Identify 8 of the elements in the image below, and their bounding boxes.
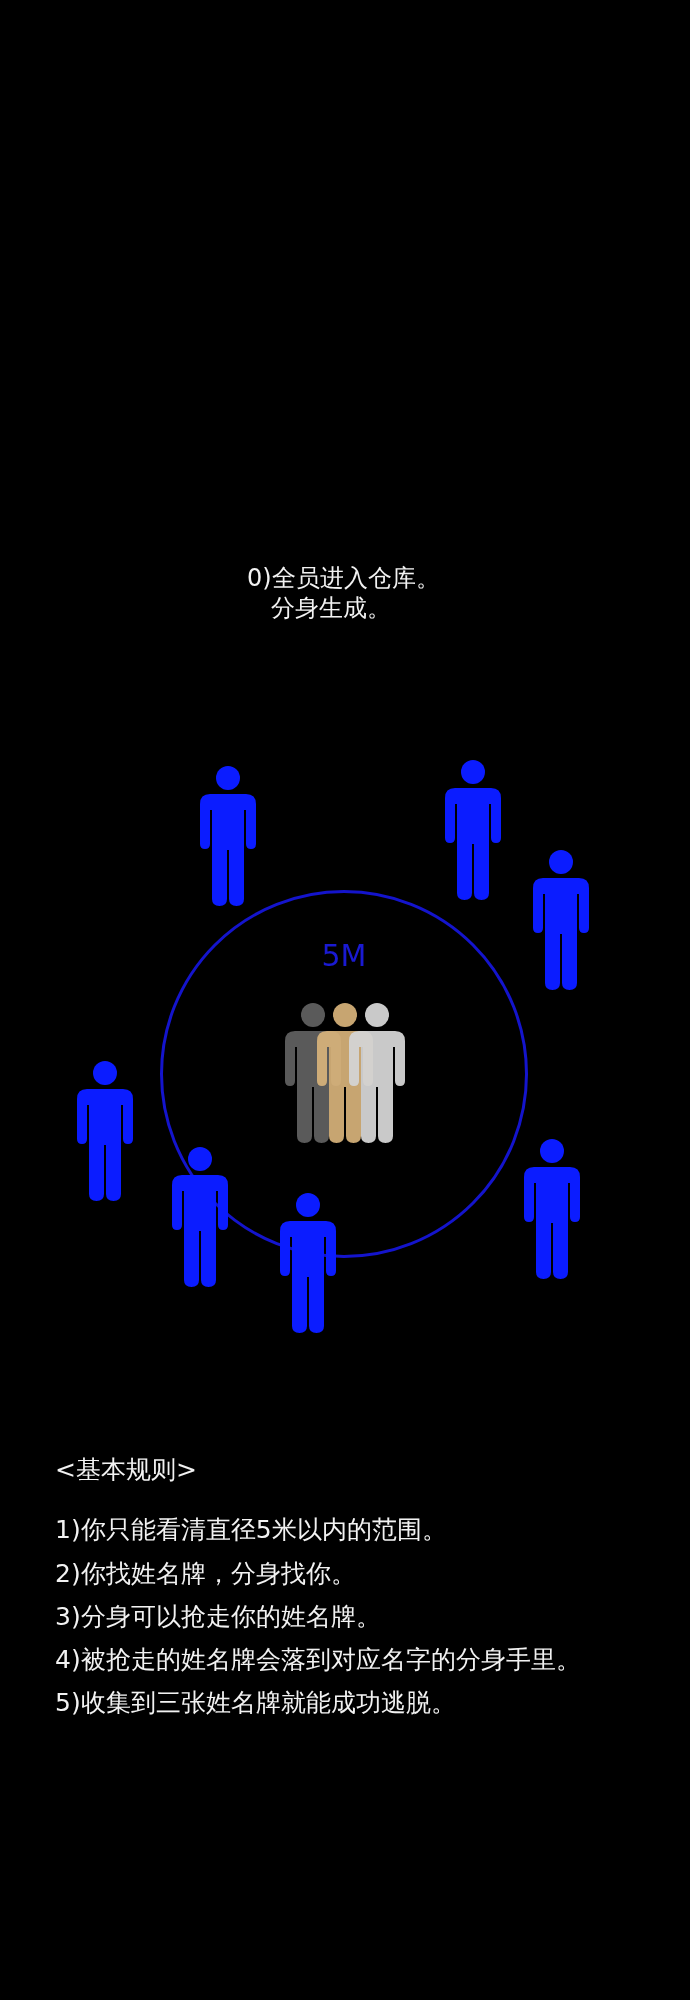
rule-text: 1)你只能看清直径5米以内的范围。 [55,1514,447,1546]
range-label: 5M [321,938,367,974]
intro-text: 0)全员进入仓库。分身生成。 [247,563,441,623]
rule-text: 3)分身可以抢走你的姓名牌。 [55,1601,381,1633]
rule-text: 2)你找姓名牌，分身找你。 [55,1558,356,1590]
section-heading: <基本规则> [55,1454,197,1486]
rule-text: 4)被抢走的姓名牌会落到对应名字的分身手里。 [55,1644,581,1676]
rule-text: 5)收集到三张姓名牌就能成功逃脱。 [55,1687,456,1719]
